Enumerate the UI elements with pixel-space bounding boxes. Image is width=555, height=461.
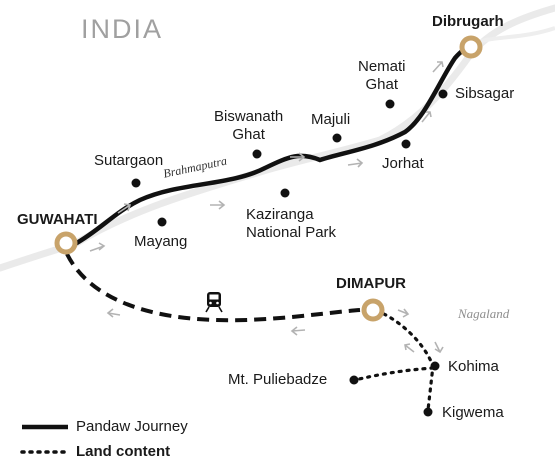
dot-jorhat: [401, 139, 411, 149]
dot-puliebadze: [349, 375, 359, 385]
dot-majuli: [332, 133, 342, 143]
place-biswanath-ghat: Biswanath Ghat: [214, 108, 284, 143]
arrow: [106, 308, 121, 318]
dot-sutargaon: [131, 178, 141, 188]
arrow: [432, 61, 444, 73]
place-mt-puliebadze: Mt. Puliebadze: [228, 371, 328, 388]
arrow: [347, 158, 364, 168]
arrow: [421, 111, 432, 123]
place-dimapur: DIMAPUR: [336, 275, 406, 292]
arrow: [210, 200, 226, 210]
place-kohima: Kohima: [448, 358, 499, 375]
arrow: [397, 308, 410, 318]
place-sutargaon: Sutargaon: [94, 152, 164, 169]
dot-kaziranga: [280, 188, 290, 198]
place-jorhat: Jorhat: [382, 155, 424, 172]
pandaw-journey-route: [72, 44, 474, 247]
dot-mayang: [157, 217, 167, 227]
hub-dimapur: [361, 298, 385, 322]
rail-route: [65, 253, 361, 323]
region-label: Nagaland: [458, 306, 510, 321]
arrow: [404, 343, 415, 353]
place-guwahati: GUWAHATI: [17, 211, 98, 228]
arrow: [290, 326, 306, 336]
place-kigwema: Kigwema: [442, 404, 504, 421]
dot-nemati: [385, 99, 395, 109]
place-sibsagar: Sibsagar: [455, 85, 515, 102]
arrow: [434, 341, 444, 354]
land-route-dimapur-kohima: [382, 312, 435, 412]
place-mayang: Mayang: [134, 233, 188, 250]
place-nemati-ghat: Nemati Ghat: [358, 58, 406, 93]
arrow: [89, 242, 106, 252]
country-label: INDIA: [81, 14, 164, 44]
place-dibrugarh: Dibrugarh: [432, 13, 504, 30]
place-kaziranga: Kaziranga National Park: [246, 206, 337, 241]
place-majuli: Majuli: [311, 111, 351, 128]
hub-dibrugarh: [459, 35, 483, 59]
dot-kigwema: [423, 407, 433, 417]
dot-biswanath: [252, 149, 262, 159]
place-dots: [131, 89, 448, 417]
arrow: [290, 152, 306, 162]
legend-journey-label: Pandaw Journey: [76, 418, 188, 435]
legend-land-label: Land content: [76, 443, 171, 460]
hub-guwahati: [54, 231, 78, 255]
land-route-kohima-puliebadze: [353, 366, 435, 382]
direction-arrows: [89, 61, 444, 354]
dot-sibsagar: [438, 89, 448, 99]
arrow: [117, 203, 132, 214]
train-icon: [205, 292, 223, 313]
dot-kohima: [430, 361, 440, 371]
